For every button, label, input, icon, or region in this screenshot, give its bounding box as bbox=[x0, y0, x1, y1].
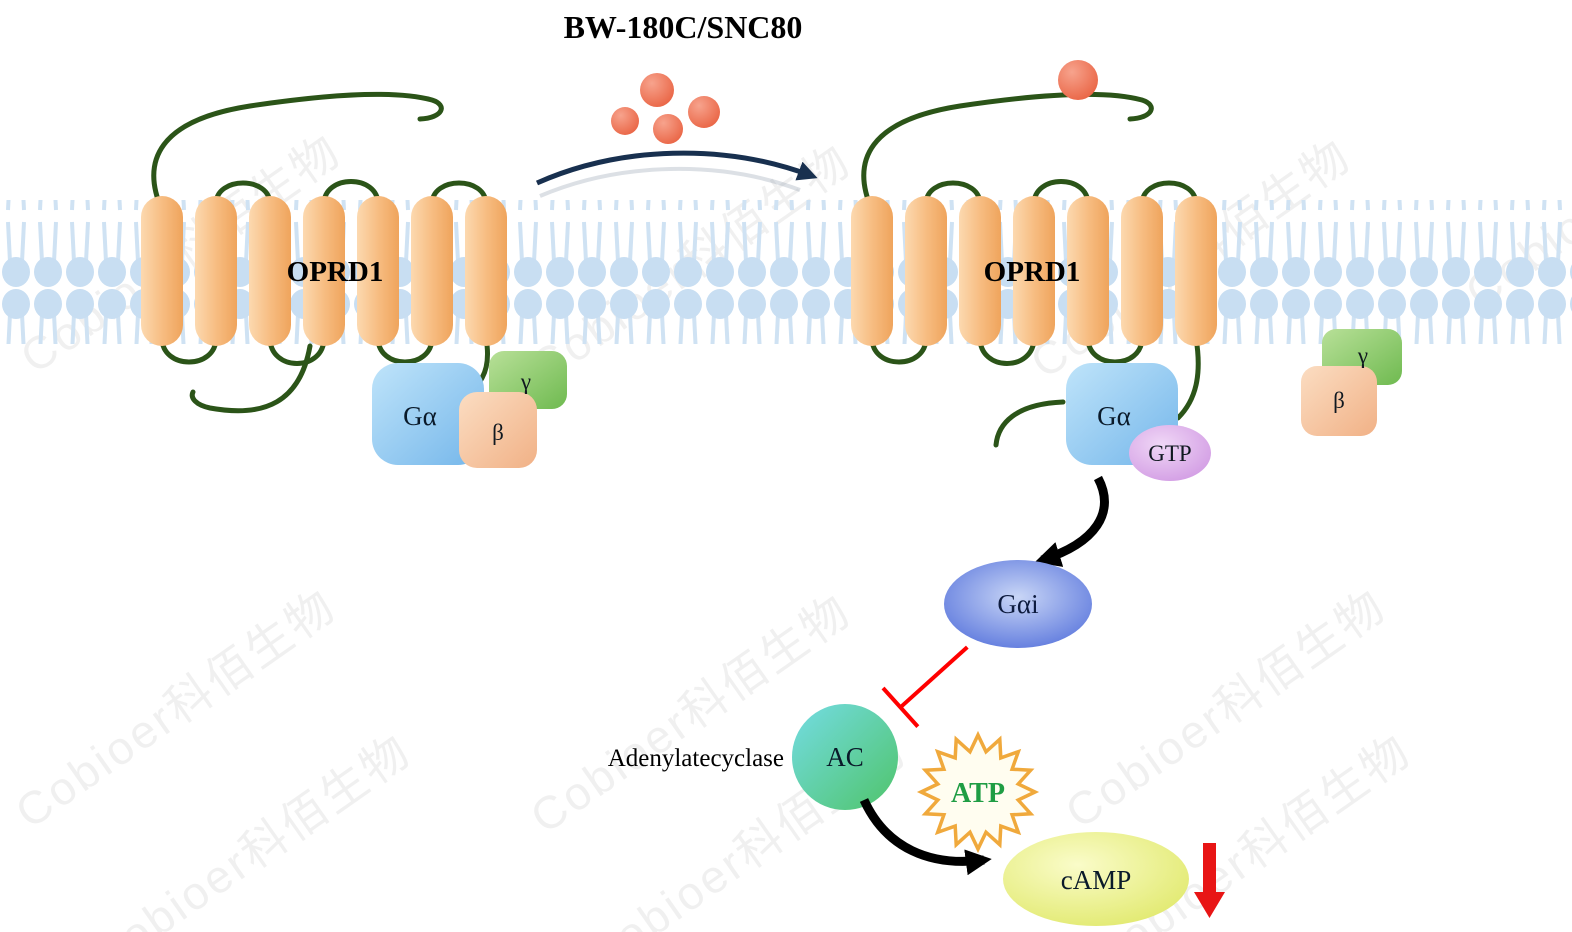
gai-label: Gαi bbox=[997, 589, 1038, 619]
inhibition-bar bbox=[881, 686, 920, 728]
activation-arrow-shadow bbox=[539, 166, 801, 198]
beta-subunit bbox=[1301, 366, 1377, 436]
intracellular-loop bbox=[159, 335, 219, 365]
ligand-cluster bbox=[611, 73, 720, 144]
extracellular-loop bbox=[1031, 179, 1091, 207]
beta-label: β bbox=[1333, 388, 1345, 413]
tm-helix bbox=[851, 196, 893, 346]
signal-arrow-to-gai bbox=[1034, 475, 1109, 567]
gamma-label: γ bbox=[520, 369, 531, 394]
atp-burst: ATP bbox=[916, 730, 1040, 854]
gamma-label: γ bbox=[1357, 343, 1368, 368]
extracellular-loop bbox=[321, 179, 381, 207]
ligand-molecule bbox=[688, 96, 720, 128]
receptor-name: OPRD1 bbox=[287, 256, 384, 288]
ligand-molecule bbox=[653, 114, 683, 144]
tm-helix bbox=[141, 196, 183, 346]
camp-decrease-arrow bbox=[1194, 843, 1225, 918]
tm-helix bbox=[905, 196, 947, 346]
ligand-molecule bbox=[640, 73, 674, 107]
ligand-molecule bbox=[611, 107, 639, 135]
tm-helix bbox=[1175, 196, 1217, 346]
n-terminus-loop bbox=[151, 91, 444, 213]
bound-ligand-molecule bbox=[1058, 60, 1098, 100]
beta-label: β bbox=[492, 420, 504, 445]
g-protein-left: Gα γ β bbox=[372, 351, 567, 468]
gai-node: Gαi bbox=[944, 560, 1092, 648]
intracellular-loop bbox=[977, 335, 1037, 366]
tm-helix bbox=[195, 196, 237, 346]
beta-subunit bbox=[459, 392, 537, 468]
camp-ellipse bbox=[1003, 832, 1189, 926]
signal-arrow-to-camp bbox=[859, 798, 992, 876]
intracellular-loop bbox=[1085, 335, 1145, 365]
receptor-right: OPRD1 bbox=[851, 60, 1217, 448]
g-alpha-subunit bbox=[372, 363, 484, 465]
diagram-title: BW-180C/SNC80 bbox=[564, 9, 803, 45]
gai-ellipse bbox=[944, 560, 1092, 648]
intracellular-loop bbox=[375, 335, 435, 365]
watermark-layer: Cobioer科佰生物 Cobioer科佰生物 Cobioer科佰生物 Cobi… bbox=[6, 59, 1572, 932]
g-alpha-label: Gα bbox=[403, 401, 437, 431]
c-terminus-tail bbox=[189, 343, 313, 414]
gtp-molecule bbox=[1129, 425, 1211, 481]
tm-helix bbox=[465, 196, 507, 346]
starburst-shape bbox=[916, 730, 1040, 854]
inhibition-tbar bbox=[881, 645, 969, 728]
c-terminus-loop bbox=[1175, 335, 1201, 421]
inhibition-line bbox=[899, 645, 969, 709]
g-protein-right-active: Gα GTP bbox=[1066, 363, 1211, 481]
ac-label: AC bbox=[826, 742, 864, 772]
g-alpha-label: Gα bbox=[1097, 401, 1131, 431]
tm-helix bbox=[1121, 196, 1163, 346]
camp-label: cAMP bbox=[1061, 865, 1132, 895]
activation-arrow bbox=[535, 150, 818, 186]
gtp-label: GTP bbox=[1148, 441, 1191, 466]
tm-helix bbox=[249, 196, 291, 346]
n-terminus-loop bbox=[861, 91, 1154, 213]
intracellular-loop bbox=[267, 335, 327, 366]
ac-circle bbox=[792, 704, 898, 810]
intracellular-loop bbox=[869, 335, 929, 365]
ac-node: AC Adenylatecyclase bbox=[608, 704, 898, 810]
camp-node: cAMP bbox=[1003, 832, 1189, 926]
beta-gamma-dimer: γ β bbox=[1301, 329, 1402, 436]
c-terminus-tail bbox=[993, 399, 1066, 448]
receptor-name: OPRD1 bbox=[984, 256, 1081, 288]
tm-helix bbox=[411, 196, 453, 346]
adenylate-cyclase-label: Adenylatecyclase bbox=[608, 745, 784, 772]
atp-label: ATP bbox=[951, 778, 1005, 809]
